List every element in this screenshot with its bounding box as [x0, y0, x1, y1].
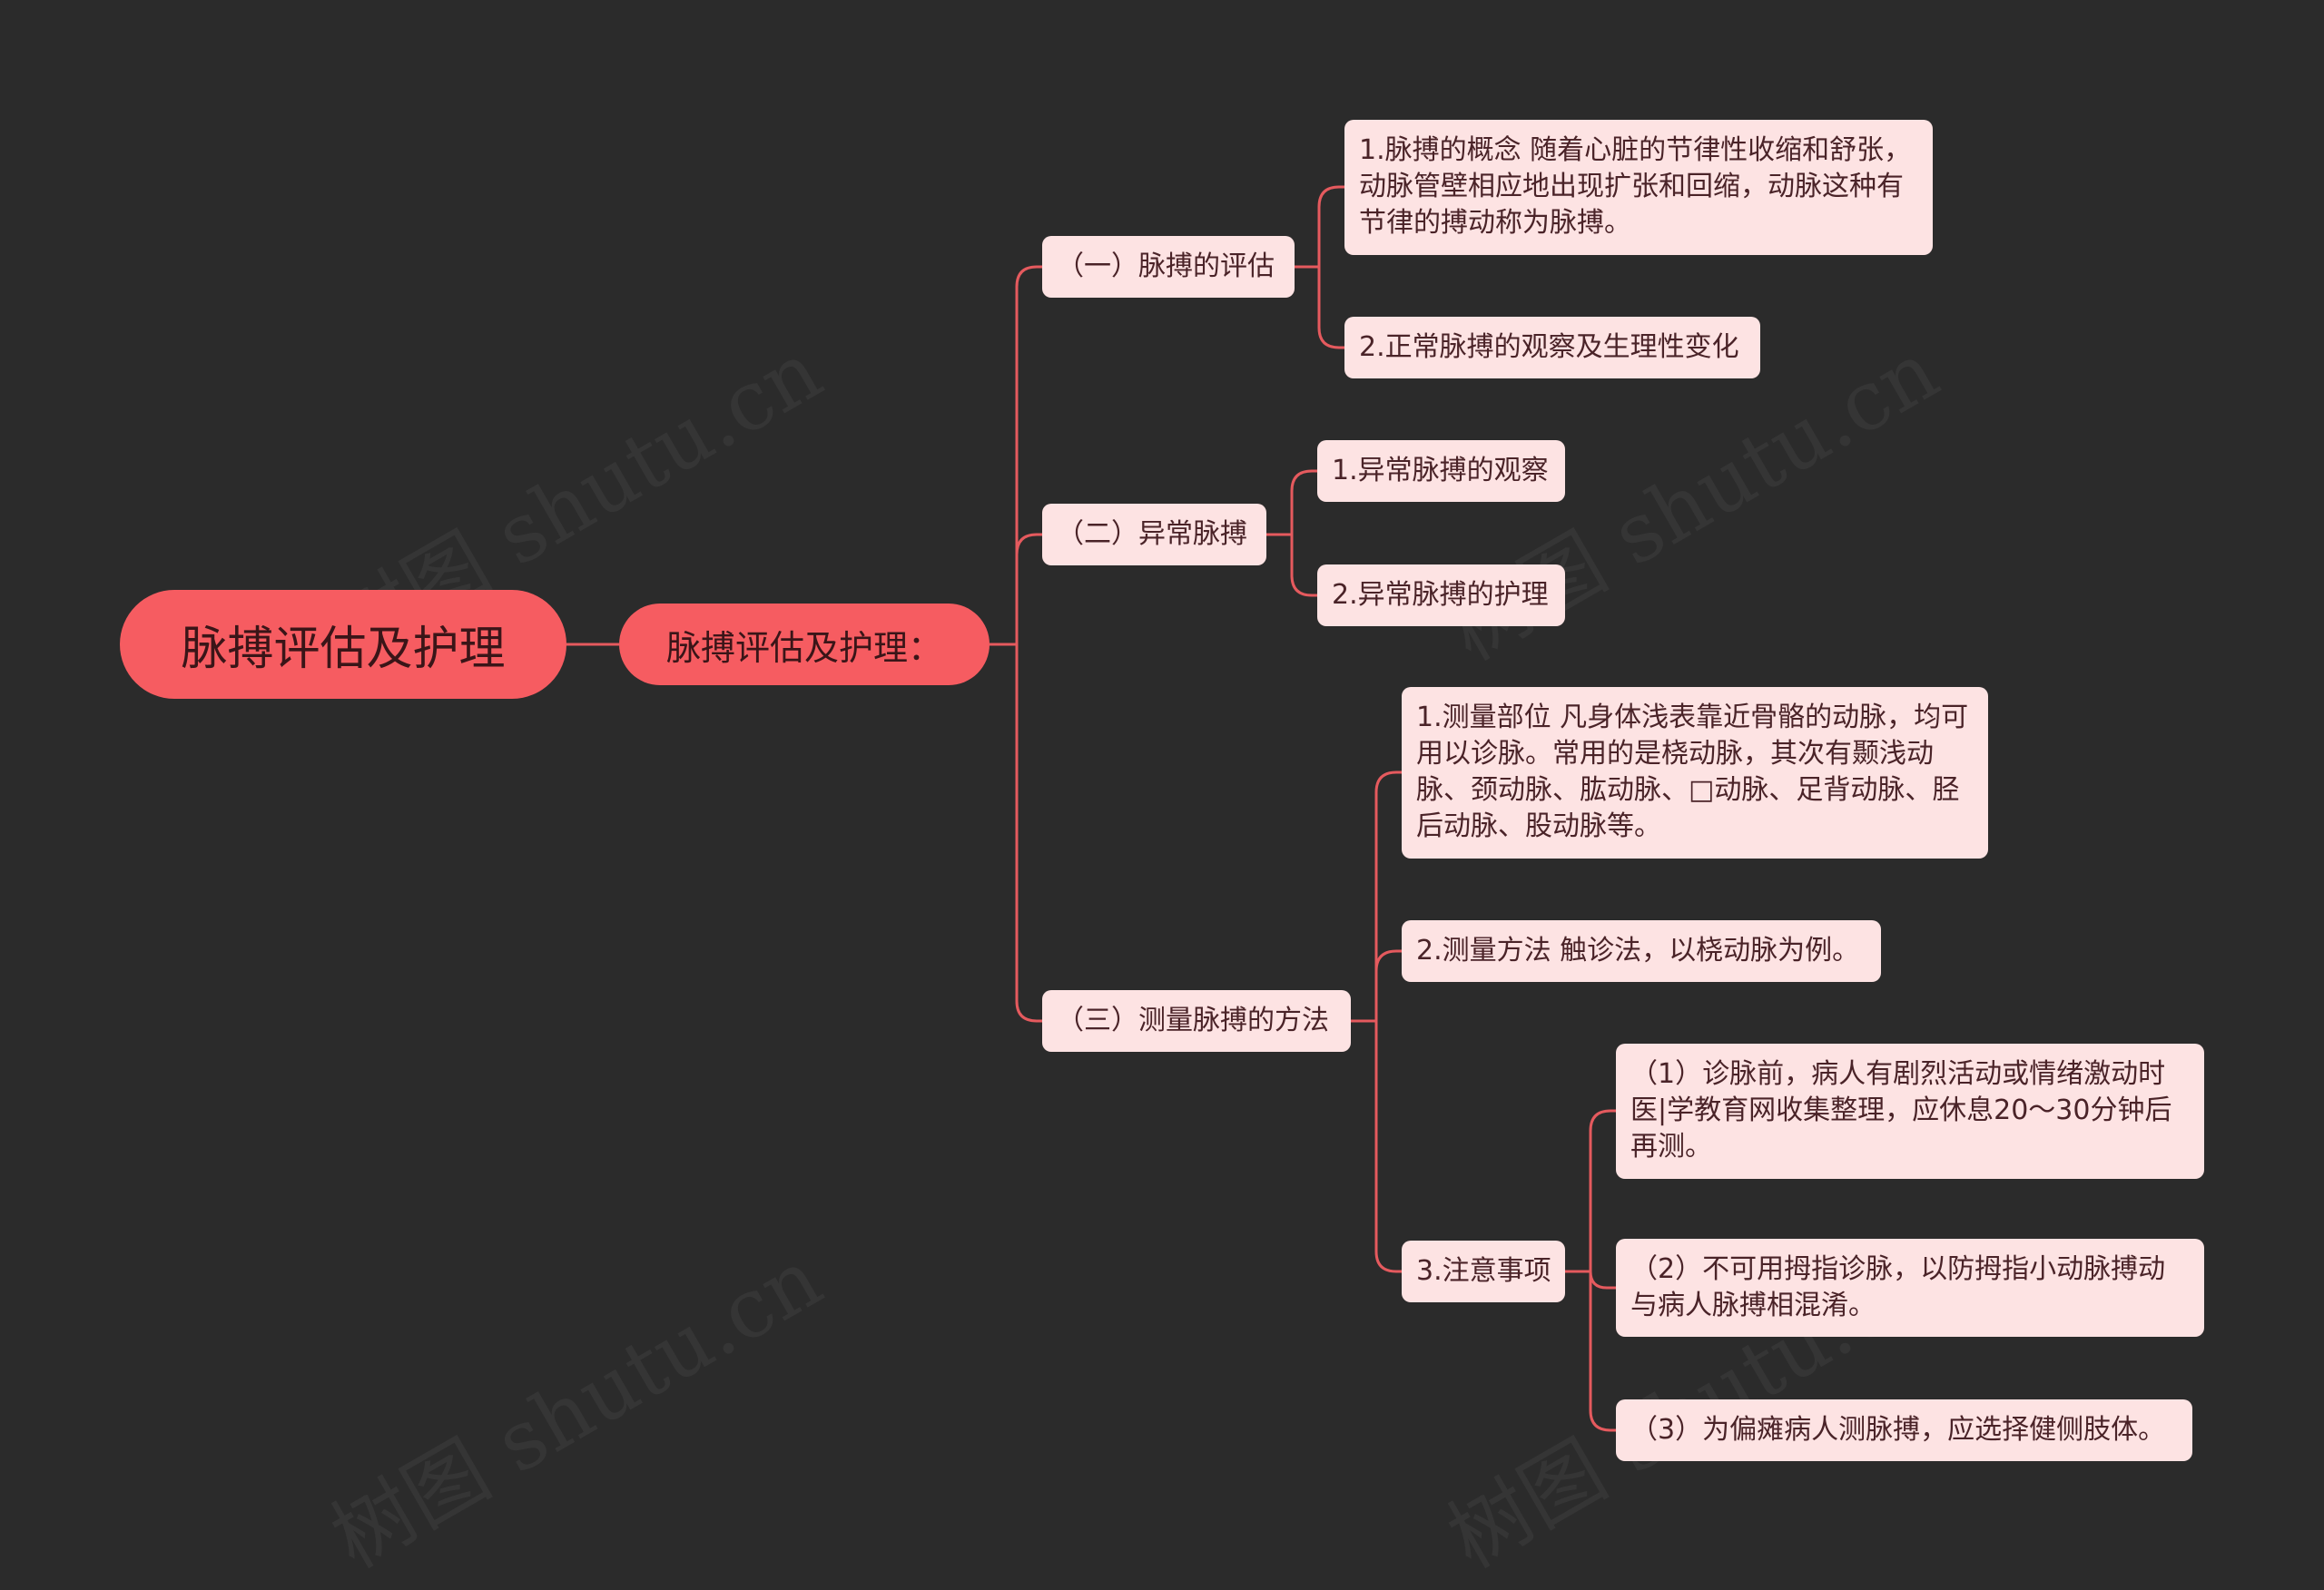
branch-1[interactable]: （一）脉搏的评估: [1042, 236, 1295, 298]
branch-2[interactable]: （二）异常脉搏: [1042, 504, 1266, 565]
branch-2-leaf-1[interactable]: 1.异常脉搏的观察: [1317, 440, 1565, 502]
branch-2-link-2: [1290, 535, 1317, 597]
note-3[interactable]: （3）为偏瘫病人测脉搏，应选择健侧肢体。: [1616, 1399, 2192, 1461]
notes-link-1: [1589, 1109, 1616, 1271]
main-branch-link-2: [1015, 533, 1042, 644]
notes-link-3: [1589, 1271, 1616, 1432]
branch-1-link-1: [1317, 185, 1344, 267]
root-topic[interactable]: 脉搏评估及护理: [120, 590, 566, 699]
branch-1-leaf-1[interactable]: 1.脉搏的概念 随着心脏的节律性收缩和舒张，动脉管壁相应地出现扩张和回缩，动脉这…: [1344, 120, 1933, 255]
branch-3-link-3: [1374, 1021, 1402, 1273]
branch-3-leaf-3[interactable]: 3.注意事项: [1402, 1241, 1565, 1302]
branch-3-link-1: [1374, 770, 1402, 1021]
notes-link-2: [1589, 1271, 1616, 1290]
branch-3[interactable]: （三）测量脉搏的方法: [1042, 990, 1351, 1052]
note-2[interactable]: （2）不可用拇指诊脉，以防拇指小动脉搏动与病人脉搏相混淆。: [1616, 1239, 2204, 1337]
note-1[interactable]: （1）诊脉前，病人有剧烈活动或情绪激动时医|学教育网收集整理，应休息20～30分…: [1616, 1044, 2204, 1179]
main-branch-link-3: [1015, 644, 1042, 1023]
branch-3-link-2: [1374, 949, 1402, 1021]
main-topic[interactable]: 脉搏评估及护理：: [619, 604, 990, 685]
branch-3-leaf-2[interactable]: 2.测量方法 触诊法，以桡动脉为例。: [1402, 920, 1881, 982]
branch-2-leaf-2[interactable]: 2.异常脉搏的护理: [1317, 564, 1565, 626]
branch-1-link-2: [1317, 267, 1344, 349]
branch-3-leaf-1[interactable]: 1.测量部位 凡身体浅表靠近骨骼的动脉，均可用以诊脉。常用的是桡动脉，其次有颞浅…: [1402, 687, 1988, 859]
branch-2-link-1: [1290, 469, 1317, 535]
branch-1-leaf-2[interactable]: 2.正常脉搏的观察及生理性变化: [1344, 317, 1760, 378]
main-branch-link-1: [1015, 265, 1042, 644]
